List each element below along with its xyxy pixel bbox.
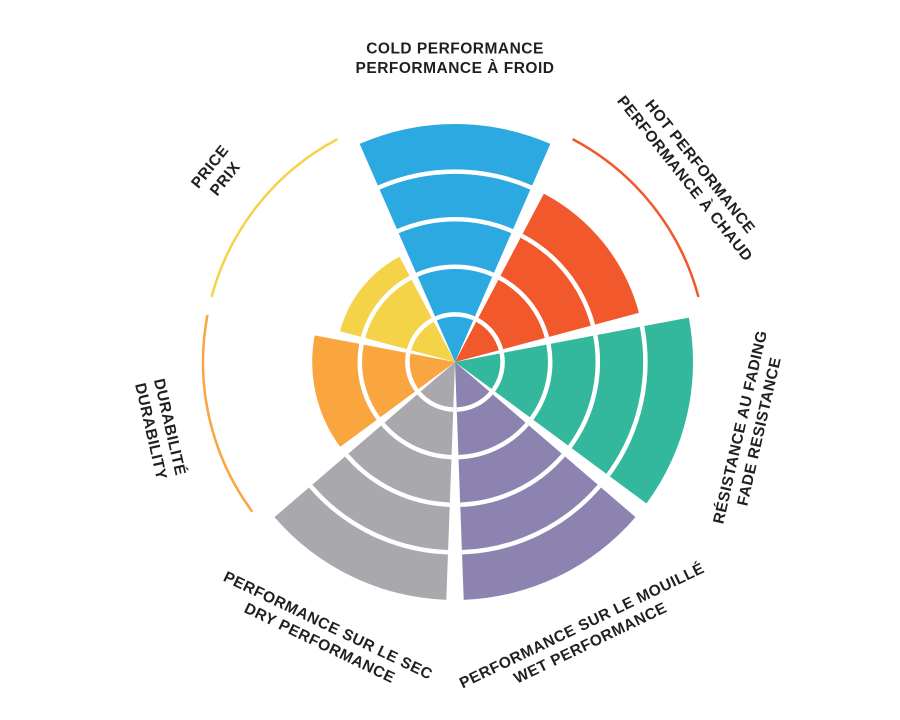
ring-divider	[417, 391, 454, 412]
sector-durability-label: DURABILITÉDURABILITY	[131, 377, 189, 482]
sector-durability-wedge	[312, 335, 455, 447]
ring-divider	[606, 326, 648, 477]
sector-durability-max-arc	[201, 314, 254, 513]
ring-divider	[415, 264, 495, 277]
ring-divider	[405, 352, 419, 392]
ring-divider	[498, 275, 550, 339]
ring-divider	[396, 216, 514, 234]
sector-label-line: COLD PERFORMANCE	[366, 41, 544, 58]
ring-divider	[344, 453, 450, 507]
ring-divider	[458, 422, 529, 460]
ring-divider	[357, 343, 381, 420]
sector-cold-performance-wedge	[359, 123, 551, 363]
ring-divider	[491, 352, 505, 392]
ring-divider	[377, 169, 533, 190]
ring-divider	[461, 484, 602, 555]
ring-divider	[435, 312, 475, 321]
sector-price: PRICEPRIX	[188, 138, 455, 362]
sector-fade-resistance-label: RÉSISTANCE AU FADINGFADE RESISTANCE	[710, 329, 789, 530]
sector-cold-performance-label: COLD PERFORMANCE PERFORMANCE À FROID	[356, 41, 555, 77]
sector-price-max-arc	[210, 138, 338, 298]
ring-divider	[381, 422, 452, 460]
sector-label-line: HOT PERFORMANCE	[641, 97, 758, 237]
ring-divider	[476, 317, 504, 351]
sector-hot-performance-max-arc	[572, 138, 700, 298]
ring-divider	[456, 391, 493, 412]
ring-divider	[308, 484, 449, 555]
sector-cold-performance: COLD PERFORMANCE PERFORMANCE À FROID	[356, 41, 555, 363]
ring-divider	[360, 275, 412, 339]
sector-label-line: PERFORMANCE À FROID	[356, 60, 555, 77]
sector-price-label: PRICEPRIX	[188, 142, 248, 204]
sector-dry-performance-wedge	[274, 362, 455, 600]
sector-fade-resistance-wedge	[455, 317, 694, 504]
sector-hot-performance-label: HOT PERFORMANCEPERFORMANCE À CHAUD	[613, 81, 770, 265]
ring-divider	[460, 453, 566, 507]
sector-wet-performance-wedge	[455, 362, 636, 600]
ring-divider	[520, 233, 596, 326]
ring-divider	[568, 334, 601, 449]
sector-label-line: PERFORMANCE À CHAUD	[613, 93, 755, 265]
ring-divider	[406, 317, 434, 351]
ring-divider	[529, 343, 553, 420]
sector-price-wedge	[340, 256, 455, 362]
